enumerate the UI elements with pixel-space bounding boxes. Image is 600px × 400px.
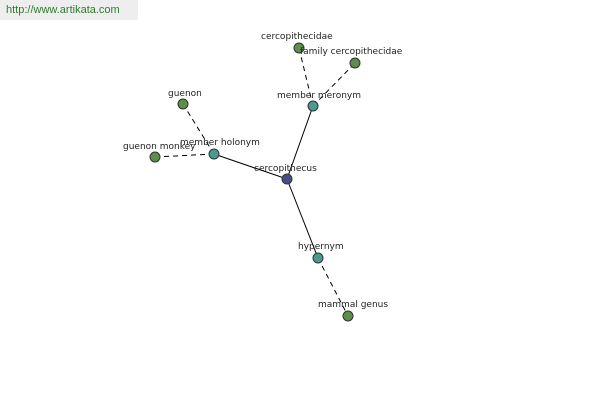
edge-hypernym-mammal_genus xyxy=(317,257,349,317)
node-label-meronym[interactable]: member meronym xyxy=(277,91,361,101)
node-label-cercopithecidae[interactable]: cercopithecidae xyxy=(261,32,333,42)
watermark-url: http://www.artikata.com xyxy=(0,0,138,20)
node-hypernym[interactable] xyxy=(312,252,324,264)
node-label-mammal-genus[interactable]: mammal genus xyxy=(318,300,388,310)
node-meronym[interactable] xyxy=(307,100,319,112)
edge-center-holonym xyxy=(213,153,288,180)
node-center[interactable] xyxy=(281,173,293,185)
nodes-layer xyxy=(149,42,361,322)
node-mammal-genus[interactable] xyxy=(342,310,354,322)
node-label-holonym[interactable]: member holonym xyxy=(180,138,260,148)
node-cercopithecidae[interactable] xyxy=(293,42,305,54)
node-label-family-cercopithecidae[interactable]: family cercopithecidae xyxy=(300,47,403,57)
node-guenon[interactable] xyxy=(177,98,189,110)
edge-meronym-family_cercopithecidae xyxy=(312,62,356,107)
node-family-cercopithecidae[interactable] xyxy=(349,57,361,69)
edge-center-hypernym xyxy=(286,178,319,259)
edge-holonym-guenon xyxy=(182,103,215,155)
node-label-center[interactable]: cercopithecus xyxy=(254,164,317,174)
edge-holonym-guenon_monkey xyxy=(154,153,215,158)
edge-meronym-cercopithecidae xyxy=(298,47,314,107)
node-label-guenon[interactable]: guenon xyxy=(168,89,202,99)
edges-layer xyxy=(154,47,356,317)
node-label-hypernym[interactable]: hypernym xyxy=(298,242,344,252)
node-guenon-monkey[interactable] xyxy=(149,151,161,163)
labels-layer: cercopithecus member holonym member merony… xyxy=(123,32,403,310)
edge-center-meronym xyxy=(286,105,314,180)
node-holonym[interactable] xyxy=(208,148,220,160)
node-label-guenon-monkey[interactable]: guenon monkey xyxy=(123,142,196,152)
